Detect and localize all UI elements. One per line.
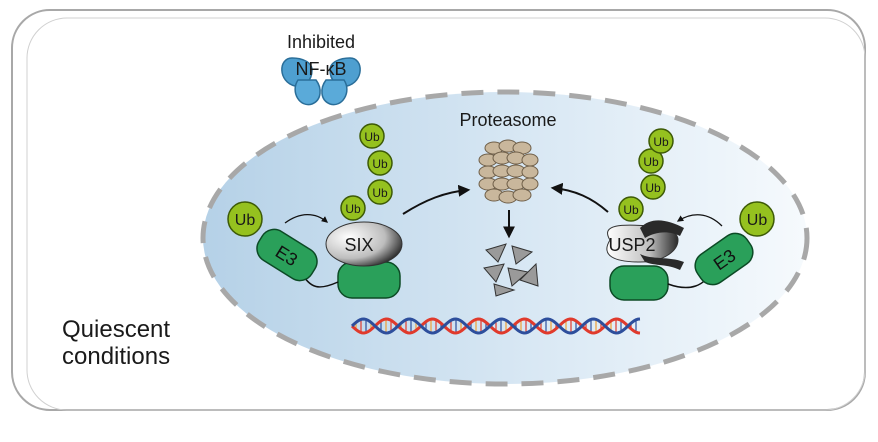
- svg-text:Ub: Ub: [372, 186, 388, 200]
- ub-transfer-arrow-left: [284, 213, 328, 224]
- ub-chain-left: Ub Ub Ub Ub: [340, 123, 393, 221]
- green-substrate-left: [337, 261, 401, 299]
- free-ub-left: [227, 201, 263, 237]
- peptide-fragments-icon: [483, 243, 539, 297]
- usp2-protein: [606, 224, 679, 263]
- svg-text:Ub: Ub: [345, 202, 361, 216]
- svg-text:Ub: Ub: [643, 155, 659, 169]
- ub-transfer-arrow-right: [676, 214, 723, 227]
- usp2-label: USP2: [608, 235, 655, 255]
- svg-text:Ub: Ub: [653, 135, 669, 149]
- proteasome-icon: [478, 139, 539, 204]
- six-label: SIX: [344, 235, 373, 255]
- green-substrate-right: [609, 265, 669, 301]
- dna-icon: [350, 317, 641, 335]
- to-proteasome-arrow-right: [550, 182, 609, 213]
- ub-chain-right: Ub Ub Ub Ub: [618, 128, 674, 222]
- six-protein: [325, 221, 403, 267]
- nfkb-name-label: NF-κB: [296, 59, 347, 79]
- to-proteasome-arrow-left: [402, 184, 471, 215]
- nfkb-complex: Inhibited NF-κB: [281, 32, 361, 106]
- e3-left: [256, 228, 318, 282]
- svg-text:Ub: Ub: [747, 212, 768, 229]
- nfkb-inhibited-label: Inhibited: [287, 32, 355, 52]
- dna-strand-1: [350, 317, 641, 335]
- svg-text:Ub: Ub: [645, 181, 661, 195]
- svg-text:Ub: Ub: [364, 130, 380, 144]
- inner-frame: [26, 17, 866, 411]
- condition-label-line2: conditions: [62, 343, 170, 370]
- e3-right: [694, 232, 754, 286]
- dna-strand-2: [350, 317, 641, 335]
- free-ub-right: [739, 201, 775, 237]
- proteasome-label: Proteasome: [459, 110, 556, 130]
- svg-text:Ub: Ub: [623, 203, 639, 217]
- six-complex: SIX Ub Ub Ub Ub E3 Ub: [227, 123, 403, 299]
- svg-text:Ub: Ub: [372, 157, 388, 171]
- svg-text:Ub: Ub: [235, 212, 256, 229]
- nucleus: [200, 89, 810, 387]
- condition-label-line1: Quiescent: [62, 316, 170, 343]
- usp2-complex: USP2 Ub Ub Ub Ub E3 Ub: [606, 128, 775, 301]
